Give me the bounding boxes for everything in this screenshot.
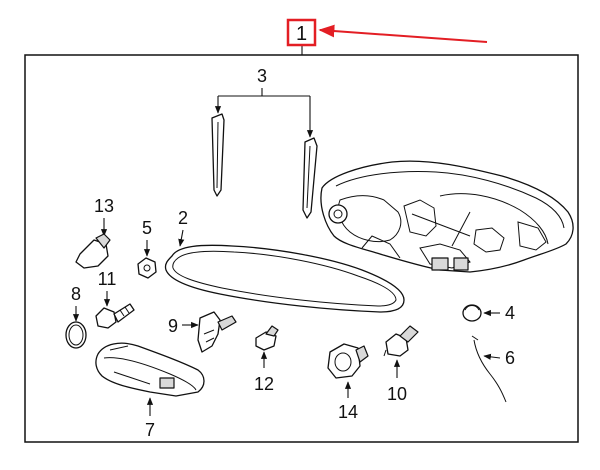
callout-12: 12 (254, 374, 274, 394)
part-5-clip[interactable]: 5 (137, 218, 157, 279)
part-12-bulb[interactable]: 12 (254, 325, 279, 394)
callout-13: 13 (94, 196, 114, 216)
part-11-bolt[interactable]: 11 (95, 269, 135, 329)
callout-2: 2 (178, 208, 188, 228)
part-2-seal[interactable]: 2 (164, 208, 405, 313)
callout-14: 14 (338, 402, 358, 422)
part-9-bulb[interactable]: 9 (168, 311, 237, 353)
part-3-trim-strips[interactable]: 3 (211, 66, 318, 219)
highlight-arrow (318, 24, 488, 43)
callout-8: 8 (71, 284, 81, 304)
callout-11: 11 (98, 269, 117, 289)
callout-3: 3 (257, 66, 267, 86)
part-10-bulb[interactable]: 10 (383, 325, 419, 404)
callout-9: 9 (168, 316, 178, 336)
part-14-socket[interactable]: 14 (327, 343, 369, 422)
part-8-o-ring[interactable]: 8 (65, 284, 87, 349)
part-6-rod[interactable]: 6 (471, 335, 515, 403)
callout-4: 4 (505, 303, 515, 323)
part-4-cap[interactable]: 4 (462, 303, 515, 323)
callout-5: 5 (142, 218, 152, 238)
callout-7: 7 (145, 420, 155, 440)
main-callout-label: 1 (296, 23, 307, 45)
main-callout-highlight-box (286, 18, 317, 47)
main-callout[interactable]: 1 (286, 18, 317, 55)
callout-10: 10 (387, 384, 407, 404)
headlamp-assembly[interactable] (320, 160, 574, 273)
part-13-socket[interactable]: 13 (75, 196, 114, 269)
callout-6: 6 (505, 348, 515, 368)
part-7-housing[interactable]: 7 (95, 342, 205, 440)
